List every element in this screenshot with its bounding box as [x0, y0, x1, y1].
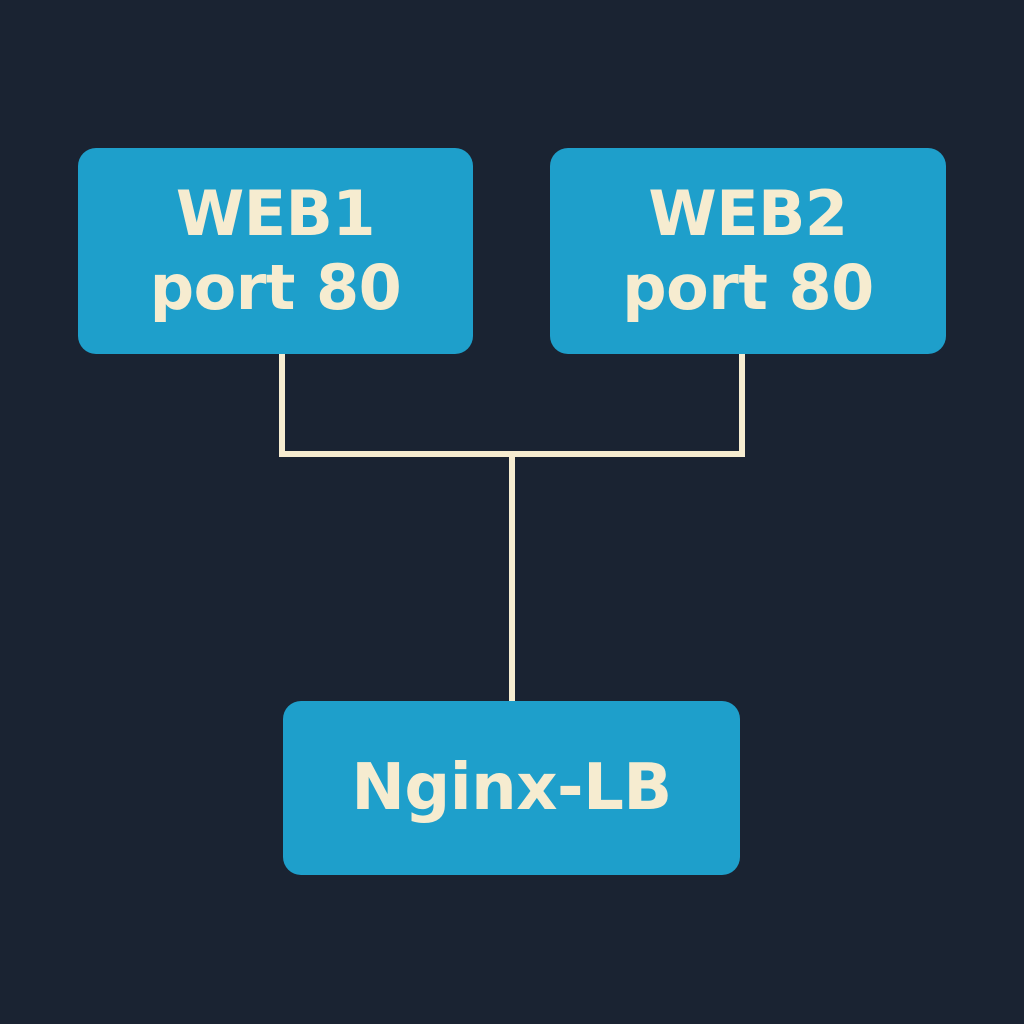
- web2-port: port 80: [622, 251, 874, 324]
- web2-name: WEB2: [648, 177, 848, 250]
- web1-node: WEB1 port 80: [78, 148, 473, 354]
- web2-node: WEB2 port 80: [550, 148, 946, 354]
- connector-web2-to-junction: [512, 354, 745, 457]
- load-balancer-name: Nginx-LB: [351, 751, 672, 825]
- load-balancer-node: Nginx-LB: [283, 701, 740, 875]
- connector-web1-to-junction: [279, 354, 512, 457]
- web1-name: WEB1: [175, 177, 376, 250]
- web1-port: port 80: [149, 251, 402, 324]
